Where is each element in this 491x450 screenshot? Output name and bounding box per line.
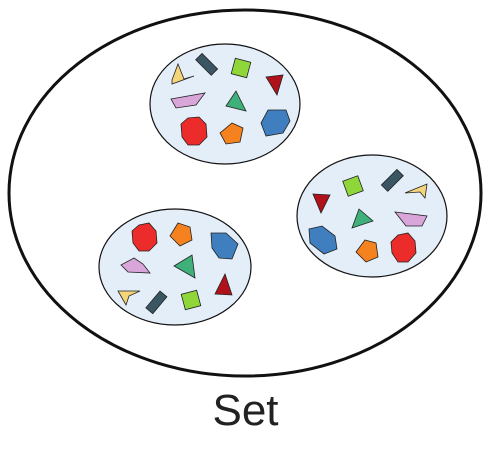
dark-bar-icon — [195, 52, 219, 76]
subset-right — [296, 154, 448, 278]
yellow-triangle-icon — [404, 183, 428, 199]
subset-left — [98, 208, 252, 326]
green-square-icon — [180, 289, 202, 311]
yellow-triangle-icon — [171, 62, 195, 85]
blue-hexagon-icon — [308, 225, 338, 255]
orange-pentagon-icon — [355, 239, 379, 263]
blue-hexagon-icon — [210, 232, 239, 260]
subset-top — [149, 43, 301, 165]
subset-top-boundary — [149, 43, 301, 165]
red-triangle-icon — [312, 193, 331, 214]
red-octagon-icon — [180, 116, 208, 146]
orange-pentagon-icon — [169, 222, 193, 247]
green-square-icon — [230, 57, 252, 79]
pink-parallelogram-icon — [170, 92, 206, 109]
teal-triangle-icon — [225, 90, 247, 112]
red-triangle-icon — [265, 74, 284, 96]
pink-parallelogram-icon — [120, 257, 151, 274]
teal-triangle-icon — [173, 254, 196, 279]
red-triangle-icon — [214, 272, 233, 296]
green-square-icon — [342, 175, 364, 197]
set-label: Set — [212, 386, 279, 435]
teal-triangle-icon — [351, 208, 374, 229]
pink-parallelogram-icon — [394, 211, 428, 227]
blue-hexagon-icon — [260, 109, 291, 137]
orange-pentagon-icon — [219, 122, 244, 145]
red-octagon-icon — [390, 232, 417, 263]
dark-bar-icon — [145, 290, 168, 315]
yellow-triangle-icon — [117, 290, 141, 306]
dark-bar-icon — [380, 168, 404, 192]
red-octagon-icon — [131, 222, 158, 252]
